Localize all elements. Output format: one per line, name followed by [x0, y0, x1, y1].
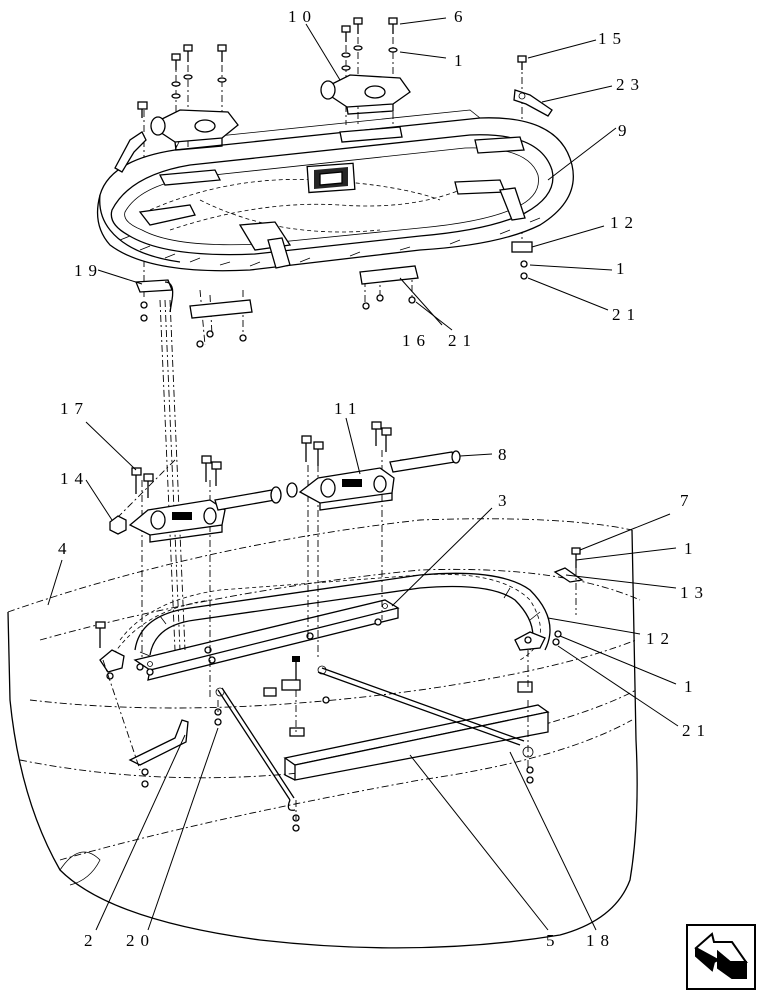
callout-7: 7 — [680, 491, 695, 510]
previous-page-arrow-icon — [694, 932, 748, 979]
callout-labels: 10 6 1 15 23 9 12 1 21 19 16 21 17 11 8 … — [58, 7, 711, 950]
rod-middle — [214, 482, 298, 511]
rod-item-8 — [389, 450, 461, 473]
top-panel-item-9 — [96, 109, 574, 272]
top-latch-bracket-right — [320, 74, 411, 115]
callout-18: 18 — [586, 931, 615, 950]
previous-page-button[interactable] — [686, 924, 756, 990]
hood-track — [134, 572, 551, 657]
bolt-7 — [571, 547, 581, 568]
latch-assembly-right-item-11 — [298, 467, 395, 511]
callout-1-right: 1 — [616, 259, 631, 278]
callout-10-top: 10 — [288, 7, 317, 26]
callout-leaders — [47, 17, 679, 931]
callout-17: 17 — [60, 399, 89, 418]
callout-21-right: 21 — [612, 305, 641, 324]
callout-5: 5 — [546, 931, 561, 950]
callout-16: 16 — [402, 331, 431, 350]
callout-8: 8 — [498, 445, 513, 464]
callout-23: 23 — [616, 75, 645, 94]
bolts-item-17 — [131, 421, 392, 498]
callout-20: 20 — [126, 931, 155, 950]
callout-6: 6 — [454, 7, 469, 26]
callout-19: 19 — [74, 261, 103, 280]
callout-21-bottom: 21 — [682, 721, 711, 740]
clip-left-top — [114, 131, 147, 173]
callout-3: 3 — [498, 491, 513, 510]
callout-11: 11 — [334, 399, 362, 418]
callout-13: 13 — [680, 583, 709, 602]
callout-21-mid: 21 — [448, 331, 477, 350]
callout-1-lower: 1 — [684, 539, 699, 558]
callout-1-top: 1 — [454, 51, 469, 70]
nut-item-14 — [109, 515, 127, 535]
callout-12-lower: 12 — [646, 629, 675, 648]
latch-assembly-left — [128, 499, 226, 543]
callout-15: 15 — [598, 29, 627, 48]
hood-enclosure — [7, 518, 641, 949]
hood-hardware — [95, 547, 581, 832]
top-bolts — [137, 17, 527, 118]
callout-12-top: 12 — [610, 213, 639, 232]
callout-1-bottom: 1 — [684, 677, 699, 696]
callout-14: 14 — [60, 469, 89, 488]
channel-bar-item-5 — [283, 704, 550, 781]
callout-4: 4 — [58, 539, 73, 558]
clip-item-23 — [513, 89, 553, 117]
callout-9: 9 — [618, 121, 633, 140]
bolt-left-hood — [95, 621, 106, 648]
rod-item-2 — [215, 687, 296, 811]
callout-2: 2 — [84, 931, 99, 950]
top-latch-bracket-left — [150, 109, 239, 151]
